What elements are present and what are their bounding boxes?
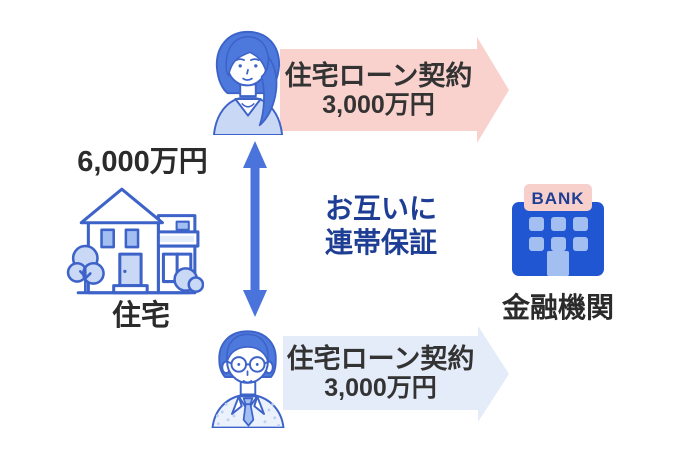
mutual-guarantee-line2: 連帯保証 <box>324 227 437 258</box>
husband-loan-arrow-title: 住宅ローン契約 <box>286 343 475 374</box>
mutual-guarantee-line1: お互いに <box>324 193 437 224</box>
bank-label: 金融機関 <box>501 292 614 323</box>
bank-icon: BANK <box>512 184 604 276</box>
wife-icon <box>212 30 284 135</box>
house-price-label: 6,000万円 <box>77 146 208 178</box>
wife-loan-arrow-title: 住宅ローン契約 <box>284 60 473 91</box>
wife-loan-arrow: 住宅ローン契約 3,000万円 <box>280 49 477 131</box>
wife-loan-arrow-head-icon <box>477 37 509 143</box>
mutual-guarantee-label: お互いに 連帯保証 <box>301 192 461 260</box>
mutual-guarantee-arrow-icon <box>243 141 267 317</box>
husband-icon <box>211 330 285 428</box>
wife-loan-arrow-amount: 3,000万円 <box>322 91 435 120</box>
husband-loan-arrow-head-icon <box>478 326 509 422</box>
bank-sign-text: BANK <box>531 189 584 208</box>
house-icon <box>66 187 204 295</box>
house-label: 住宅 <box>111 300 170 332</box>
husband-loan-arrow: 住宅ローン契約 3,000万円 <box>283 336 478 410</box>
husband-loan-arrow-amount: 3,000万円 <box>324 374 437 403</box>
